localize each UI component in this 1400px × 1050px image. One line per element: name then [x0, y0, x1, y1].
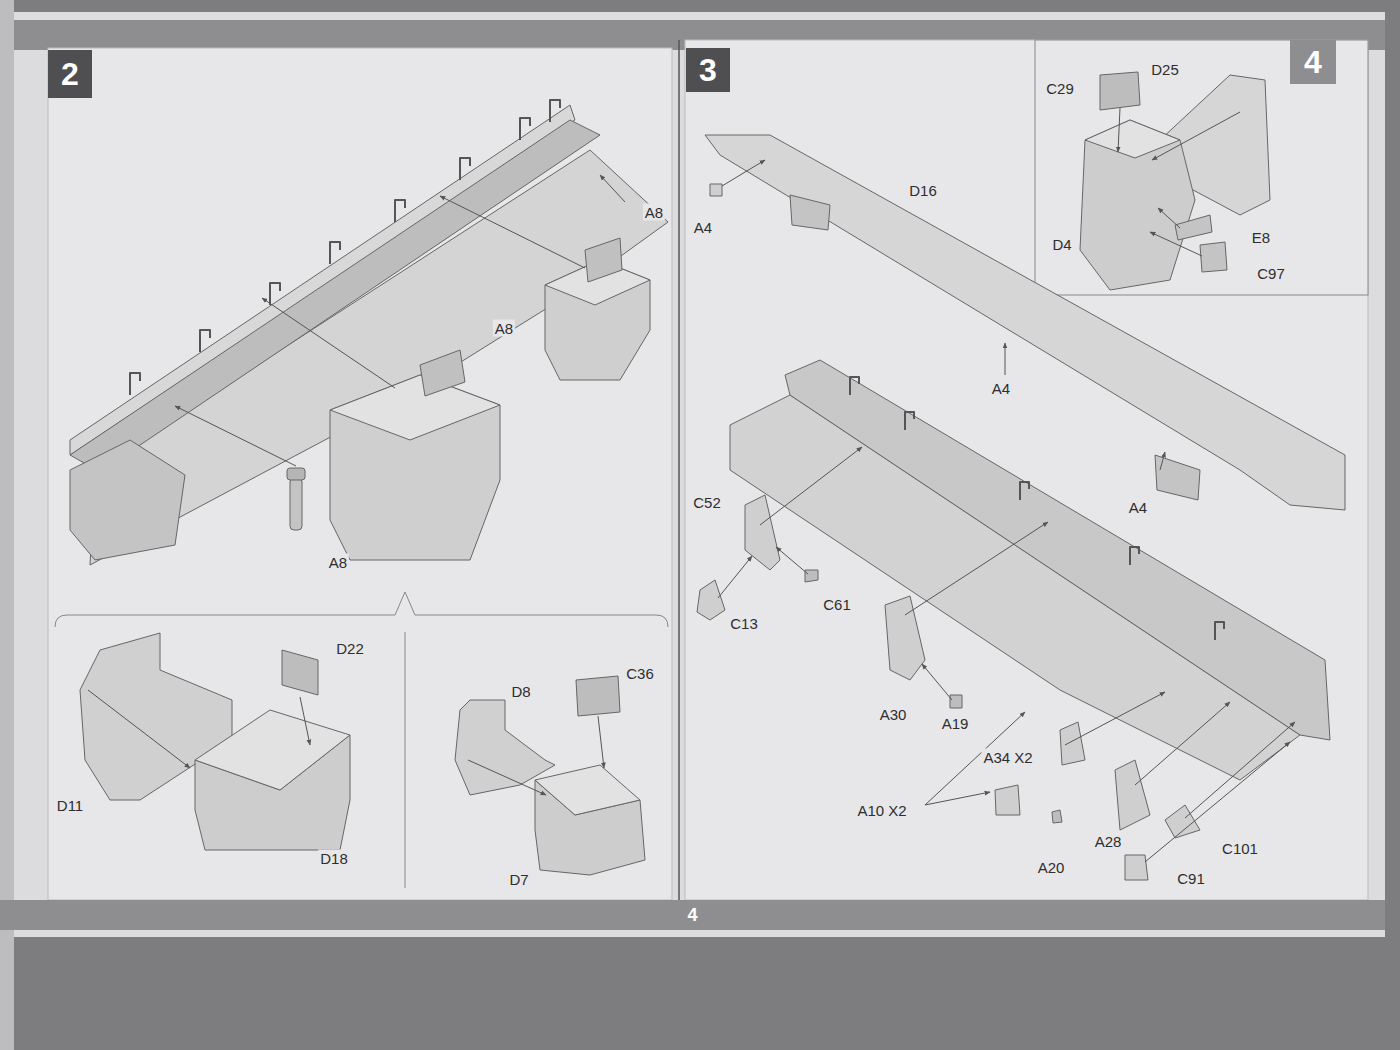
part-number: A30 — [878, 706, 909, 723]
part-number: D8 — [509, 683, 532, 700]
part-number: C61 — [821, 596, 853, 613]
part-number: D22 — [334, 640, 366, 657]
part-number: C36 — [624, 665, 656, 682]
part-number: C13 — [728, 615, 760, 632]
part-number: A19 — [940, 715, 971, 732]
part-number: A10 X2 — [855, 802, 908, 819]
step-number: 4 — [1290, 40, 1336, 84]
part-number: A34 X2 — [981, 749, 1034, 766]
part-number: A4 — [1127, 499, 1149, 516]
part-number: D25 — [1149, 61, 1181, 78]
part-number: D7 — [507, 871, 530, 888]
part-number: C91 — [1175, 870, 1207, 887]
part-number: D4 — [1050, 236, 1073, 253]
part-number: A8 — [643, 204, 665, 221]
step-number-text: 2 — [61, 56, 79, 93]
part-number: A4 — [990, 380, 1012, 397]
step-number: 3 — [686, 48, 730, 92]
part-number: D18 — [318, 850, 350, 867]
part-number: C52 — [691, 494, 723, 511]
part-number: A4 — [692, 219, 714, 236]
part-number: D16 — [907, 182, 939, 199]
part-number: D11 — [55, 797, 85, 814]
step-number-text: 4 — [1304, 44, 1322, 81]
page-number: 4 — [687, 905, 697, 926]
part-number: C97 — [1255, 265, 1287, 282]
part-number: A8 — [493, 320, 515, 337]
part-number: A20 — [1036, 859, 1067, 876]
part-number: A28 — [1093, 833, 1124, 850]
part-number: C101 — [1220, 840, 1260, 857]
page-number-bar: 4 — [0, 900, 1385, 930]
step-number: 2 — [48, 50, 92, 98]
part-number: E8 — [1250, 229, 1272, 246]
part-number: A8 — [327, 554, 349, 571]
part-number: C29 — [1044, 80, 1076, 97]
step-number-text: 3 — [699, 52, 717, 89]
